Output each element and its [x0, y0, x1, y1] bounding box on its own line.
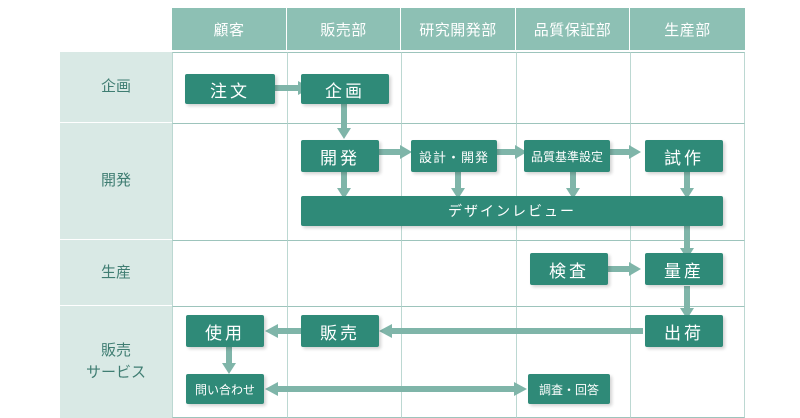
- node-label: 販売: [320, 323, 360, 344]
- arrow-quality-standard-to-review: [566, 172, 580, 200]
- node-development[interactable]: 開発: [301, 140, 379, 172]
- cell-planning-customer: [172, 52, 287, 123]
- node-mass-production[interactable]: 量産: [645, 253, 723, 285]
- cell-sales-service-rnd: [401, 306, 516, 418]
- row-header-label: 販売: [100, 341, 131, 360]
- node-survey-reply[interactable]: 調査・回答: [528, 374, 610, 404]
- arrow-inquiry-survey-bidirectional: [265, 382, 527, 396]
- cell-produce-customer: [172, 240, 287, 306]
- node-inquiry[interactable]: 問い合わせ: [186, 374, 264, 404]
- row-header-label: 企画: [100, 77, 131, 96]
- arrow-design-to-review: [451, 172, 465, 200]
- row-header-planning: 企画: [60, 52, 172, 123]
- arrow-review-to-mass-production: [680, 224, 694, 260]
- arrow-shipping-to-selling: [379, 324, 643, 338]
- node-design-review[interactable]: デザインレビュー: [301, 196, 723, 226]
- column-header-label: 生産部: [664, 20, 711, 39]
- column-header-customer: 顧客: [172, 8, 287, 50]
- cell-planning-qa: [516, 52, 630, 123]
- column-header-production: 生産部: [630, 8, 745, 50]
- column-header-label: 品質保証部: [533, 20, 612, 39]
- cell-develop-qa: [516, 123, 630, 240]
- node-label: 出荷: [664, 323, 704, 344]
- node-design-development[interactable]: 設計・開発: [411, 140, 497, 172]
- node-label: 調査・回答: [538, 382, 599, 397]
- column-header-label: 研究開発部: [419, 20, 497, 39]
- arrow-development-to-design: [379, 145, 413, 159]
- arrow-inspection-to-mass-production: [608, 262, 642, 276]
- arrow-quality-standard-to-prototype: [608, 145, 642, 159]
- column-header-sales: 販売部: [287, 8, 401, 50]
- cell-produce-qa: [516, 240, 630, 306]
- node-label: デザインレビュー: [448, 204, 576, 220]
- node-shipping[interactable]: 出荷: [645, 315, 723, 347]
- node-label: 試作: [664, 148, 704, 169]
- node-usage[interactable]: 使用: [186, 315, 264, 347]
- cell-develop-customer: [172, 123, 287, 240]
- cell-planning-rnd: [401, 52, 516, 123]
- node-label: 設計・開発: [418, 150, 489, 166]
- column-header-label: 販売部: [320, 20, 367, 39]
- node-label: 使用: [205, 323, 245, 344]
- cell-produce-sales: [287, 240, 401, 306]
- cell-planning-production: [630, 52, 745, 123]
- node-inspection[interactable]: 検査: [530, 253, 608, 285]
- row-header-label-line2: サービス: [85, 363, 146, 381]
- cell-develop-rnd: [401, 123, 516, 240]
- row-header-sales-service: 販売 サービス: [60, 306, 172, 418]
- row-header-label: 開発: [100, 171, 131, 190]
- arrow-selling-to-usage: [265, 324, 301, 338]
- arrow-prototype-to-review: [680, 172, 694, 200]
- node-prototype[interactable]: 試作: [645, 140, 723, 172]
- node-label: 検査: [549, 261, 589, 282]
- node-selling[interactable]: 販売: [301, 315, 379, 347]
- node-quality-standard[interactable]: 品質基準設定: [524, 140, 610, 172]
- row-header-develop: 開発: [60, 123, 172, 240]
- arrow-design-to-quality-standard: [494, 145, 528, 159]
- cell-produce-rnd: [401, 240, 516, 306]
- arrow-development-to-review: [337, 172, 351, 200]
- row-header-label: 生産: [100, 262, 131, 281]
- node-label: 問い合わせ: [194, 382, 255, 397]
- arrow-order-to-plan: [268, 81, 312, 95]
- cell-develop-production: [630, 123, 745, 240]
- arrow-plan-to-development: [337, 104, 351, 140]
- column-header-qa: 品質保証部: [516, 8, 630, 50]
- node-label: 注文: [210, 81, 250, 102]
- node-plan[interactable]: 企画: [301, 74, 389, 104]
- row-header-produce: 生産: [60, 240, 172, 306]
- column-header-rnd: 研究開発部: [401, 8, 516, 50]
- node-label: 開発: [320, 148, 360, 169]
- column-header-label: 顧客: [213, 20, 245, 39]
- node-label: 量産: [664, 261, 704, 282]
- node-label: 品質基準設定: [530, 149, 603, 164]
- arrow-usage-to-inquiry: [222, 347, 236, 375]
- arrow-mass-production-to-shipping: [680, 286, 694, 320]
- node-label: 企画: [325, 81, 365, 102]
- node-order[interactable]: 注文: [185, 74, 275, 104]
